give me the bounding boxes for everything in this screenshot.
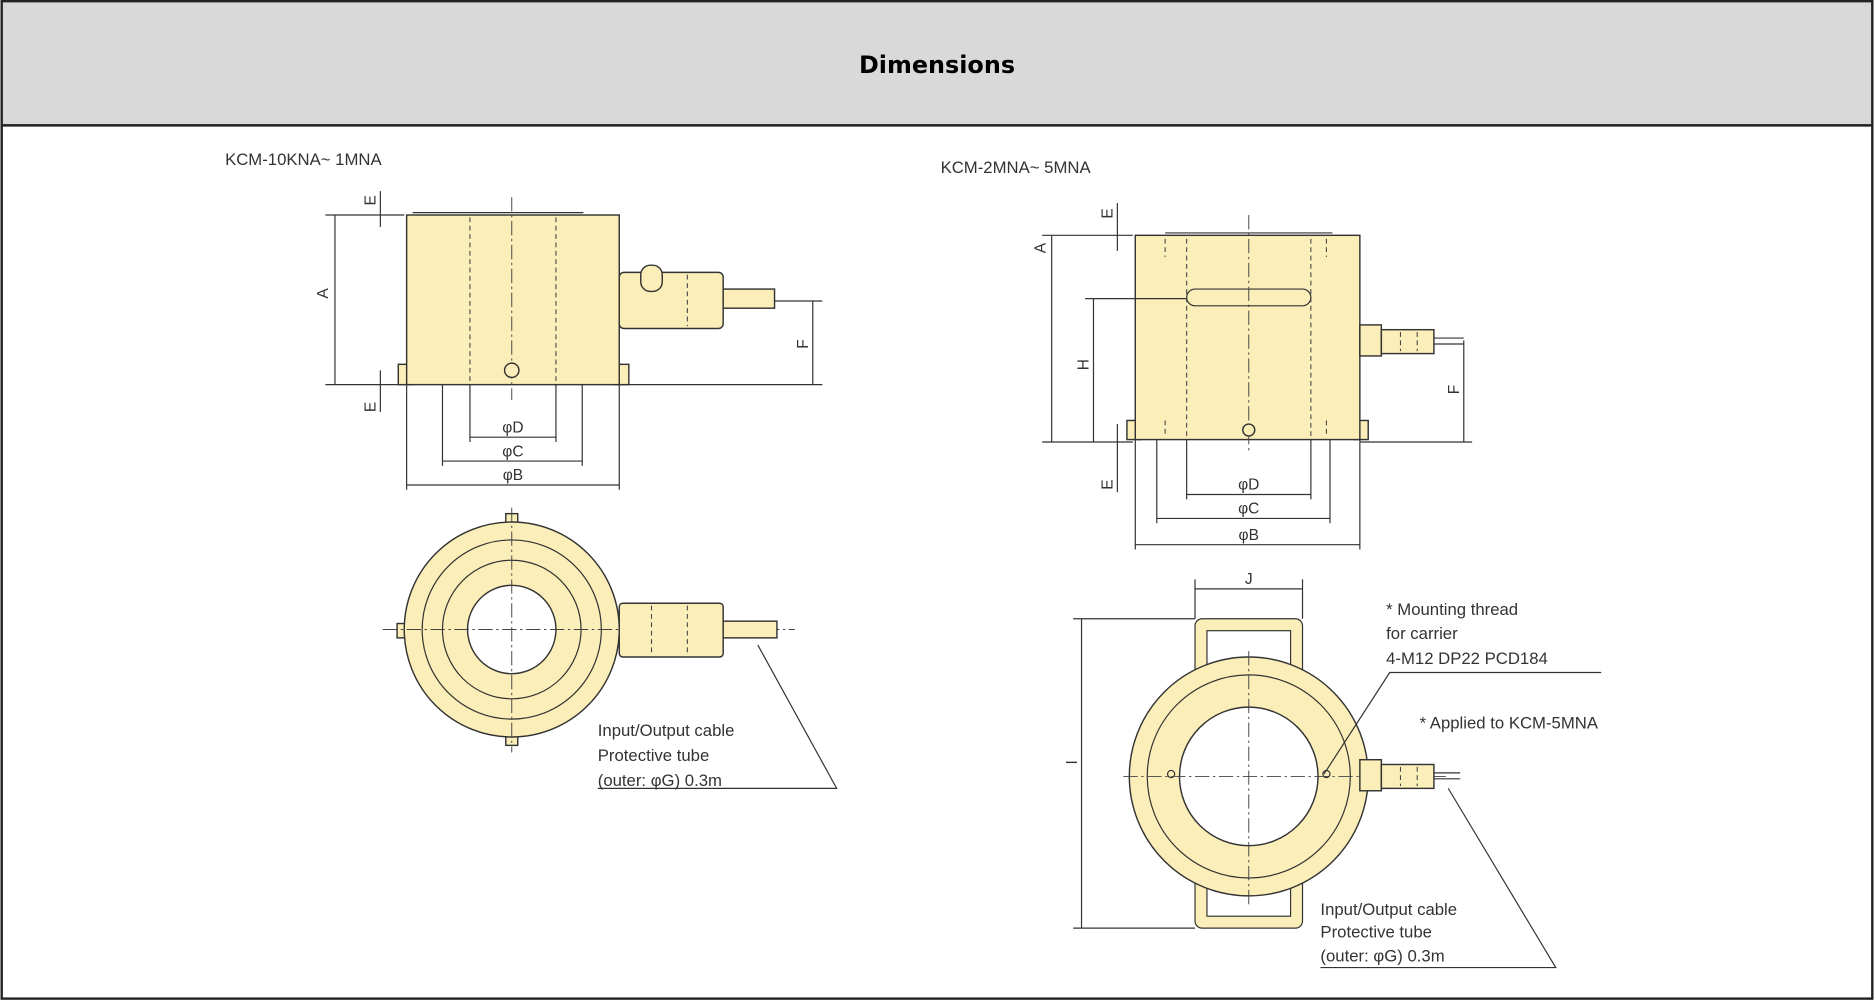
dim-j: J <box>1245 571 1253 588</box>
right-model-label: KCM-2MNA~ 5MNA <box>941 158 1092 177</box>
left-cable-note-2: Protective tube <box>598 746 710 765</box>
right-top-view: J I * Mounting thread for carrier 4-M12 … <box>1064 571 1602 969</box>
mounting-note-1: * Mounting thread <box>1386 600 1518 619</box>
dim-e-top: E <box>1100 208 1117 218</box>
left-model-label: KCM-10KNA~ 1MNA <box>225 150 382 169</box>
dim-d: φD <box>1238 477 1259 494</box>
dim-c: φC <box>502 443 523 460</box>
dim-d: φD <box>502 419 523 436</box>
dim-e-top: E <box>363 195 380 205</box>
dim-b: φB <box>1239 527 1259 544</box>
left-front-view: A E E F φD φC φB <box>315 191 823 490</box>
right-cable-note-3: (outer: φG) 0.3m <box>1320 947 1444 966</box>
mounting-note-3: 4-M12 DP22 PCD184 <box>1386 649 1548 668</box>
right-cable-note-2: Protective tube <box>1320 923 1432 942</box>
dim-f: F <box>1446 385 1463 394</box>
right-cable-note-1: Input/Output cable <box>1320 900 1457 919</box>
applied-note: * Applied to KCM-5MNA <box>1420 714 1599 733</box>
mounting-note-2: for carrier <box>1386 624 1458 643</box>
header-bar <box>0 0 1874 127</box>
left-cable-note-3: (outer: φG) 0.3m <box>598 771 722 790</box>
dim-i: I <box>1064 760 1081 764</box>
content-frame <box>0 124 1874 1000</box>
dim-f: F <box>795 339 812 348</box>
dim-h: H <box>1076 359 1093 370</box>
header-title: Dimensions <box>859 51 1015 79</box>
dim-a: A <box>315 288 332 299</box>
dim-e-bottom: E <box>1100 479 1117 489</box>
left-cable-note-1: Input/Output cable <box>598 721 735 740</box>
dim-e-bottom: E <box>363 402 380 412</box>
left-top-view: Input/Output cable Protective tube (oute… <box>382 507 838 790</box>
dim-a: A <box>1033 242 1050 253</box>
dim-c: φC <box>1238 501 1259 518</box>
right-front-view: A H E E F φD φC φB <box>1033 203 1473 550</box>
dim-b: φB <box>503 467 523 484</box>
